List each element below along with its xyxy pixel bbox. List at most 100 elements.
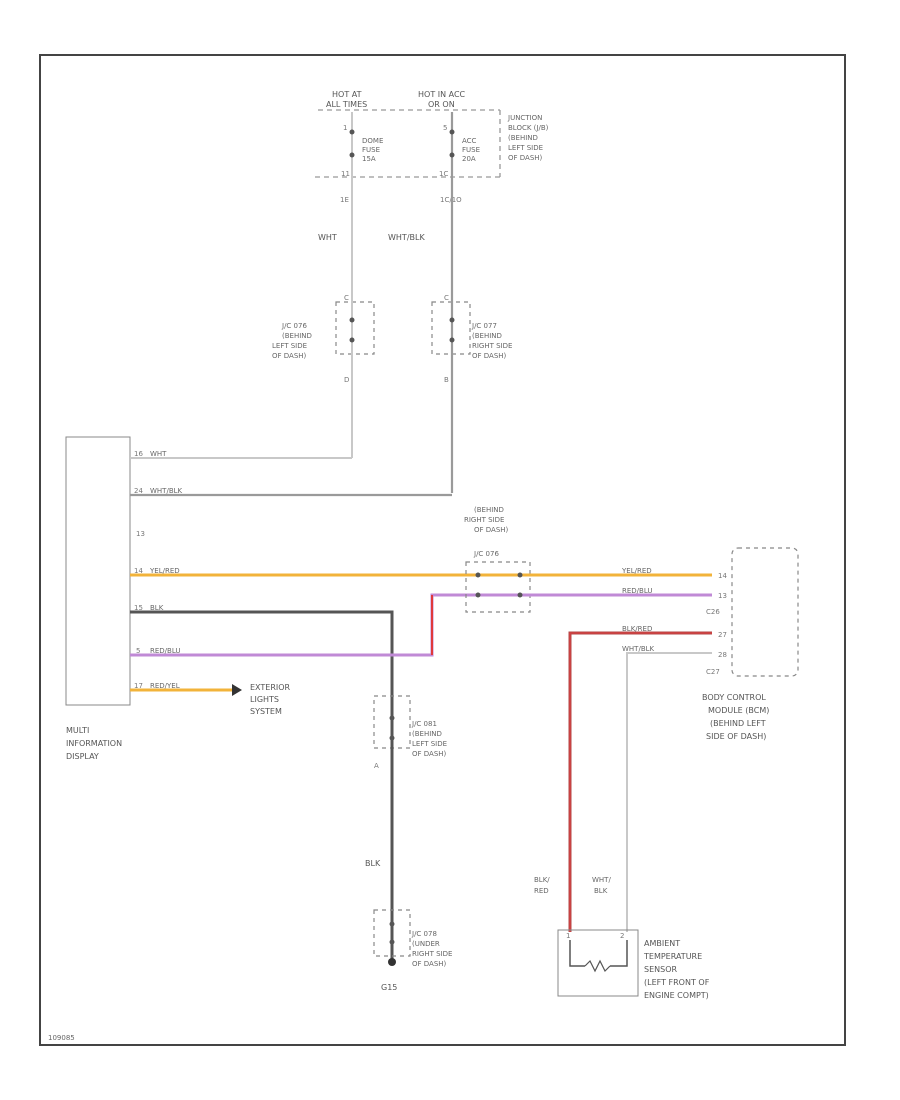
bcm-pin-c26: C26 [706, 608, 720, 616]
jc-078-terminal-bottom [389, 939, 395, 945]
hot-at-all-times-label: HOT AT ALL TIMES [326, 90, 367, 109]
svg-text:BLOCK (J/B): BLOCK (J/B) [508, 124, 549, 132]
svg-text:SYSTEM: SYSTEM [250, 707, 282, 716]
jc-078-box [373, 909, 411, 957]
svg-text:J/C 077: J/C 077 [471, 322, 497, 330]
svg-text:J/C 078: J/C 078 [411, 930, 437, 938]
svg-text:OF DASH): OF DASH) [472, 352, 507, 360]
bcm-pin-28: 28 [718, 651, 727, 659]
bcm-pin-c27: C27 [706, 668, 720, 676]
exterior-lights-system-label: EXTERIOR LIGHTS SYSTEM [250, 683, 291, 716]
bcm-blk-red-wire [568, 631, 712, 932]
svg-text:BLK: BLK [594, 887, 608, 895]
svg-text:LEFT SIDE: LEFT SIDE [272, 342, 307, 350]
wire-label-blk: BLK [365, 859, 381, 868]
bcm-wire-label-yel-red: YEL/RED [621, 567, 652, 575]
mid-blk-wire [130, 610, 394, 700]
connector-terminal-1 [475, 572, 481, 578]
svg-text:OF DASH): OF DASH) [474, 526, 509, 534]
svg-text:FUSE: FUSE [462, 146, 480, 154]
svg-text:MULTI: MULTI [66, 726, 89, 735]
mid-pin-17: 17 [134, 682, 143, 690]
jc-076-label: J/C 076 (BEHIND LEFT SIDE OF DASH) [272, 322, 312, 360]
svg-text:AMBIENT: AMBIENT [644, 939, 680, 948]
bcm-blk-red-wire-stripe [569, 632, 712, 932]
jc-076-pin-bottom: D [344, 376, 349, 384]
sensor-internal-wiring [569, 940, 628, 967]
mid-pin-15: 15 [134, 604, 143, 612]
thermistor-icon [584, 959, 611, 973]
ground-label: G15 [381, 983, 397, 992]
bcm-wht-blk-wire [626, 652, 712, 932]
dome-fuse-terminal-top [349, 129, 355, 135]
svg-text:J/C 081: J/C 081 [411, 720, 437, 728]
jc-077-terminal-top [449, 317, 455, 323]
svg-text:SIDE OF DASH): SIDE OF DASH) [706, 732, 766, 741]
behind-right-side-label: (BEHIND RIGHT SIDE OF DASH) [464, 506, 509, 534]
svg-text:RIGHT SIDE: RIGHT SIDE [412, 950, 452, 958]
svg-text:SENSOR: SENSOR [644, 965, 677, 974]
jc-077-terminal-bottom [449, 337, 455, 343]
svg-text:LIGHTS: LIGHTS [250, 695, 279, 704]
svg-text:WHT/: WHT/ [592, 876, 611, 884]
svg-text:RIGHT SIDE: RIGHT SIDE [472, 342, 512, 350]
svg-text:ENGINE COMPT): ENGINE COMPT) [644, 991, 709, 1000]
svg-text:FUSE: FUSE [362, 146, 380, 154]
svg-text:OF DASH): OF DASH) [412, 750, 447, 758]
svg-text:(BEHIND: (BEHIND [474, 506, 504, 514]
pin-dome-in: 1 [343, 124, 347, 132]
svg-text:MODULE (BCM): MODULE (BCM) [708, 706, 769, 715]
jc-081-pin: A [374, 762, 379, 770]
bcm-pin-13: 13 [718, 592, 727, 600]
connector-box [465, 561, 531, 613]
bcm-wire-label-red-blu: RED/BLU [622, 587, 653, 595]
wire-label-wht: WHT [318, 233, 337, 242]
bcm-label: BODY CONTROL MODULE (BCM) (BEHIND LEFT S… [702, 693, 769, 741]
mid-wire-label-16: WHT [150, 450, 167, 458]
jc-081-label: J/C 081 (BEHIND LEFT SIDE OF DASH) [411, 720, 447, 758]
svg-text:EXTERIOR: EXTERIOR [250, 683, 291, 692]
connector-id: J/C 076 [473, 550, 499, 558]
svg-text:J/C 076: J/C 076 [281, 322, 307, 330]
pin-acc-out: 1C [439, 170, 448, 178]
jc-077-pin-bottom: B [444, 376, 449, 384]
dome-fuse-label: DOME FUSE 15A [362, 137, 383, 163]
svg-text:OR ON: OR ON [428, 100, 455, 109]
mid-pin-14: 14 [134, 567, 143, 575]
svg-text:(BEHIND: (BEHIND [412, 730, 442, 738]
connector-terminal-2 [517, 572, 523, 578]
mid-wire-label-24: WHT/BLK [150, 487, 183, 495]
connector-terminal-3 [475, 592, 481, 598]
svg-text:RIGHT SIDE: RIGHT SIDE [464, 516, 504, 524]
jc-077-pin-top: C [444, 294, 449, 302]
svg-text:INFORMATION: INFORMATION [66, 739, 122, 748]
diagram-code: 109085 [48, 1034, 75, 1042]
acc-fuse-terminal-bottom [449, 152, 455, 158]
multi-information-display-label: MULTI INFORMATION DISPLAY [66, 726, 122, 761]
mid-wire-label-17: RED/YEL [150, 682, 180, 690]
jc-076-terminal-top [349, 317, 355, 323]
junction-block-label: JUNCTION BLOCK (J/B) (BEHIND LEFT SIDE O… [507, 114, 549, 162]
wire-label-wht-blk: WHT/BLK [388, 233, 425, 242]
svg-text:RED: RED [534, 887, 549, 895]
connector-terminal-4 [517, 592, 523, 598]
jc-076-pin-top: C [344, 294, 349, 302]
svg-text:OF DASH): OF DASH) [272, 352, 307, 360]
mid-pin-16: 16 [134, 450, 143, 458]
hot-in-acc-label: HOT IN ACC OR ON [418, 90, 466, 109]
jc-078-label: J/C 078 (UNDER RIGHT SIDE OF DASH) [411, 930, 452, 968]
svg-text:(BEHIND LEFT: (BEHIND LEFT [710, 719, 766, 728]
svg-text:(LEFT FRONT OF: (LEFT FRONT OF [644, 978, 710, 987]
connector-dome: 1E [340, 196, 349, 204]
svg-text:DISPLAY: DISPLAY [66, 752, 99, 761]
mid-red-blu-wire [130, 593, 468, 657]
svg-text:20A: 20A [462, 155, 476, 163]
bcm-wire-label-blk-red: BLK/RED [622, 625, 652, 633]
jc-078-terminal-top [389, 921, 395, 927]
dome-fuse-terminal-bottom [349, 152, 355, 158]
acc-fuse-terminal-top [449, 129, 455, 135]
mid-pin-13: 13 [136, 530, 145, 538]
ambient-temperature-sensor-label: AMBIENT TEMPERATURE SENSOR (LEFT FRONT O… [643, 939, 710, 1000]
sensor-pin-1: 1 [566, 932, 570, 940]
